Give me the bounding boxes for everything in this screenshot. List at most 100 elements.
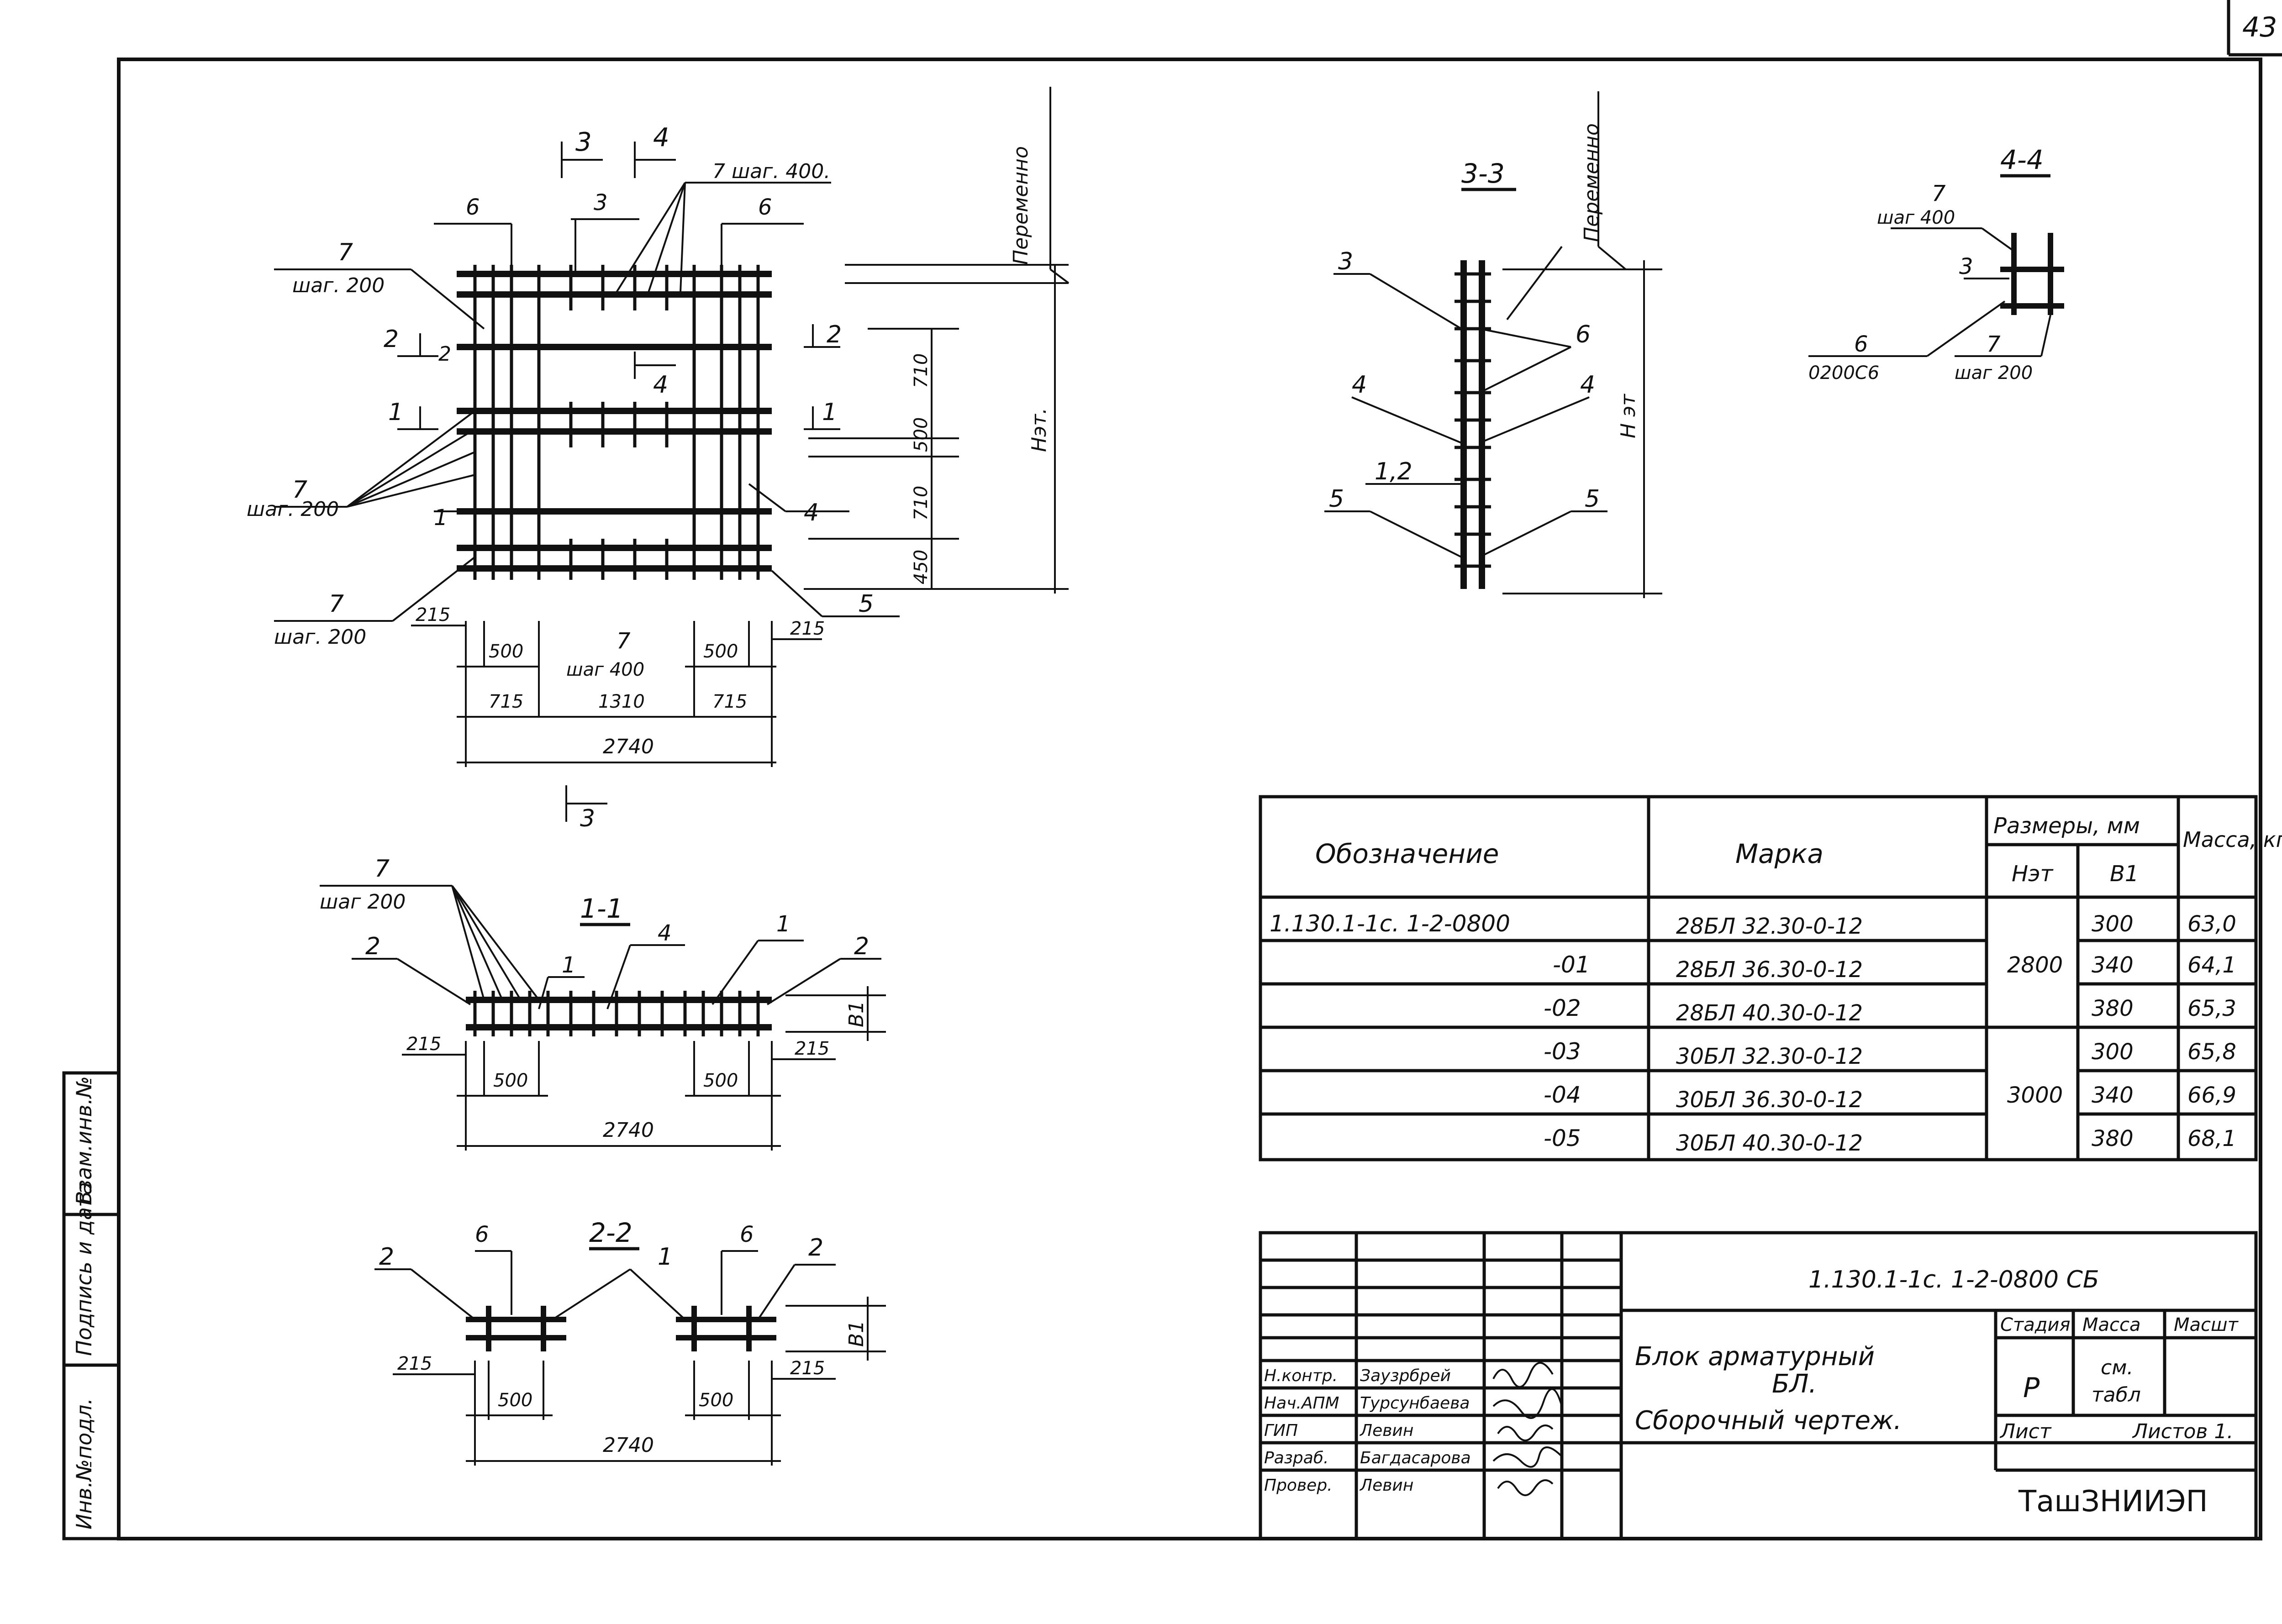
- section-2-2-label-6-left: 6: [475, 1222, 489, 1247]
- title-block-title-3: Сборочный чертеж.: [1635, 1406, 1902, 1435]
- table-row-3-b: 300: [2092, 1039, 2134, 1065]
- section-4-4-step-400: шаг 400: [1877, 207, 1955, 228]
- page-number: 43: [2242, 11, 2277, 43]
- table-row-1-mass: 64,1: [2187, 952, 2236, 978]
- section-mark-2-right: 2: [827, 321, 842, 348]
- dim-500-right: 500: [703, 641, 738, 662]
- table-row-0-mass: 63,0: [2187, 911, 2236, 937]
- sig-name-4: Левин: [1359, 1476, 1413, 1495]
- section-4-4-title: 4-4: [2000, 144, 2044, 175]
- sig-role-1: Нач.АПМ: [1264, 1394, 1339, 1413]
- section-3-3-label-4-left: 4: [1352, 371, 1367, 399]
- table-row-2-b: 380: [2092, 996, 2134, 1021]
- side-stamp-signature: Подпись и дата: [72, 1182, 96, 1356]
- main-view: 3 4 7 шаг. 400. 6 3 6 7 шаг. 200 2 2 2 4…: [247, 87, 1070, 832]
- section-2-2-title: 2-2: [589, 1217, 632, 1248]
- dim-215-left: 215: [416, 604, 450, 625]
- section-3-3-label-5-right: 5: [1585, 485, 1600, 513]
- section-3-3-label-1-2: 1,2: [1375, 458, 1412, 485]
- title-block-mass-value-2: табл: [2092, 1383, 2141, 1407]
- table-row-4-b: 340: [2092, 1083, 2134, 1108]
- section-1-1-500-right: 500: [703, 1070, 738, 1091]
- section-1-1-label-2-left: 2: [365, 933, 380, 960]
- step-400-bottom: шаг 400: [566, 659, 644, 680]
- label-1: 1: [434, 505, 448, 531]
- title-block-scale-header: Масшт: [2174, 1314, 2239, 1335]
- section-4-4: 4-4 7 шаг 400 3 6 0200С6 7 шаг 200: [1808, 144, 2064, 384]
- table-row-3-mass: 65,8: [2187, 1039, 2236, 1065]
- section-3-3-label-3: 3: [1338, 248, 1353, 275]
- section-4-4-step-6: 0200С6: [1808, 363, 1879, 384]
- table-row-1-mark: 28БЛ 36.30-0-12: [1676, 957, 1863, 983]
- section-2-2-label-1: 1: [658, 1243, 673, 1271]
- title-block-stage-value: Р: [2023, 1372, 2040, 1404]
- section-3-3-height: Н эт: [1617, 394, 1640, 438]
- step-200-a: шаг. 200: [292, 274, 385, 297]
- section-1-1-label-1-left: 1: [562, 952, 576, 978]
- table-header-h: Hэт: [2012, 861, 2054, 887]
- dim-2740: 2740: [603, 735, 654, 758]
- label-6-left: 6: [466, 194, 480, 220]
- floor-height-label: Нэт.: [1028, 408, 1051, 452]
- section-3-3-label-5-left: 5: [1329, 485, 1344, 513]
- section-1-1-2740: 2740: [603, 1119, 654, 1142]
- section-mark-4: 4: [653, 123, 669, 152]
- section-3-3-label-6: 6: [1576, 321, 1591, 348]
- label-7-a: 7: [338, 239, 353, 266]
- table-row-0-b: 300: [2092, 911, 2134, 937]
- table-row-0-mark: 28БЛ 32.30-0-12: [1676, 914, 1863, 939]
- section-2-2-500-left: 500: [498, 1390, 532, 1411]
- table-row-0-designation: 1.130.1-1с. 1-2-0800: [1270, 910, 1510, 937]
- section-2-2-label-6-right: 6: [740, 1222, 754, 1247]
- table-row-5-designation: -05: [1544, 1125, 1581, 1151]
- section-1-1-label-1-right: 1: [776, 911, 791, 937]
- sig-role-3: Разраб.: [1264, 1449, 1328, 1467]
- table-row-5-mass: 68,1: [2187, 1126, 2236, 1151]
- side-stamp: Взам.инв.№ Подпись и дата Инв.№подл.: [62, 1071, 121, 1540]
- dim-500-left: 500: [489, 641, 523, 662]
- section-2-2-label-2-left: 2: [379, 1243, 394, 1271]
- table-row-5-b: 380: [2092, 1126, 2134, 1151]
- section-1-1-title: 1-1: [580, 893, 623, 924]
- title-block-sheets-label: Листов 1.: [2132, 1420, 2233, 1443]
- dim-715-left: 715: [489, 691, 523, 712]
- table-header-designation: Обозначение: [1315, 838, 1499, 869]
- table-row-4-mark: 30БЛ 36.30-0-12: [1676, 1087, 1863, 1113]
- section-3-3-title: 3-3: [1461, 158, 1505, 189]
- sig-role-2: ГИП: [1264, 1421, 1298, 1440]
- section-mark-3: 3: [575, 127, 592, 157]
- table-row-1-b: 340: [2092, 952, 2134, 978]
- section-2-2-215-left: 215: [397, 1353, 432, 1374]
- title-block-stage-header: Стадия: [2000, 1314, 2070, 1335]
- table-header-mark: Марка: [1735, 838, 1823, 869]
- sig-role-0: Н.контр.: [1264, 1366, 1338, 1385]
- dim-1310: 1310: [598, 691, 645, 712]
- sheet-frame: 43: [117, 0, 2282, 1540]
- section-2-2-b1: В1: [845, 1320, 868, 1347]
- section-1-1-215-right: 215: [795, 1038, 829, 1059]
- side-stamp-exchange: Взам.инв.№: [72, 1076, 96, 1205]
- table-row-3-mark: 30БЛ 32.30-0-12: [1676, 1044, 1863, 1069]
- section-2-2: 2-2: [374, 1217, 886, 1466]
- label-2: 2: [438, 342, 451, 366]
- sig-name-3: Багдасарова: [1360, 1449, 1471, 1467]
- section-mark-2-left: 2: [384, 326, 399, 353]
- handwritten-signatures: [1492, 1362, 1563, 1496]
- table-row-2-designation: -02: [1544, 995, 1581, 1021]
- section-1-1-500-left: 500: [493, 1070, 528, 1091]
- label-7-b: 7: [292, 476, 307, 504]
- table-header-b: B1: [2110, 861, 2139, 887]
- section-3-3-label-4-right: 4: [1580, 371, 1595, 399]
- title-block-organization: ТашЗНИИЭП: [2018, 1485, 2208, 1519]
- table-row-4-designation: -04: [1544, 1082, 1581, 1108]
- section-4-4-step-200: шаг 200: [1955, 363, 2033, 384]
- spec-table: Обозначение Марка Размеры, мм Hэт B1 Мас…: [1259, 795, 2282, 1162]
- section-4-4-label-3: 3: [1959, 254, 1973, 279]
- title-block: 1.130.1-1с. 1-2-0800 СБ Блок арматурный …: [1259, 1231, 2258, 1540]
- table-header-mass: Масса, кг: [2183, 827, 2282, 852]
- section-2-2-label-2-right: 2: [808, 1234, 823, 1261]
- side-stamp-inventory: Инв.№подл.: [72, 1398, 96, 1529]
- sig-name-2: Левин: [1359, 1421, 1413, 1440]
- section-3-3: 3-3: [1324, 91, 1662, 598]
- step-200-c: шаг. 200: [274, 625, 366, 649]
